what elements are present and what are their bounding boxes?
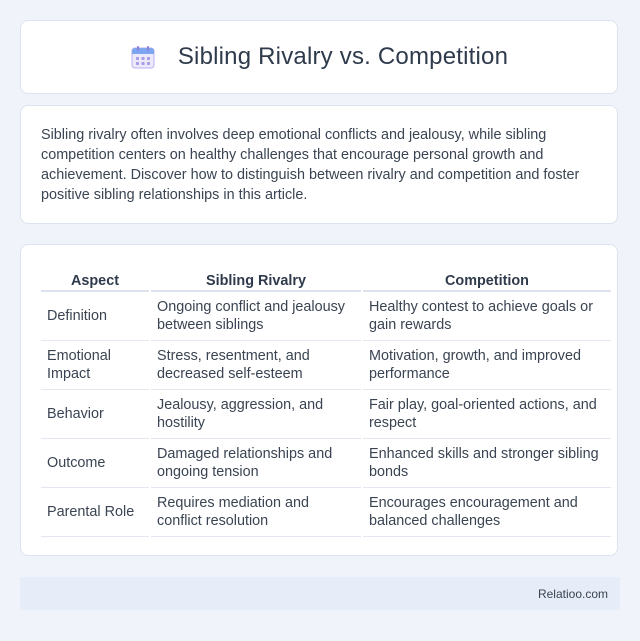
page-title: Sibling Rivalry vs. Competition: [177, 43, 509, 70]
calendar-icon: [130, 44, 156, 70]
title-card: Sibling Rivalry vs. Competition: [20, 20, 618, 94]
table-row: Outcome Damaged relationships and ongoin…: [41, 439, 611, 488]
table-row: Parental Role Requires mediation and con…: [41, 488, 611, 537]
row-aspect-cell: Parental Role: [41, 488, 149, 537]
row-competition-cell: Motivation, growth, and improved perform…: [363, 341, 611, 390]
table-row: Behavior Jealousy, aggression, and hosti…: [41, 390, 611, 439]
row-competition-cell: Enhanced skills and stronger sibling bon…: [363, 439, 611, 488]
column-header-competition: Competition: [363, 265, 611, 292]
row-aspect-cell: Outcome: [41, 439, 149, 488]
row-rivalry-cell: Damaged relationships and ongoing tensio…: [151, 439, 361, 488]
row-rivalry-cell: Ongoing conflict and jealousy between si…: [151, 292, 361, 341]
row-aspect-cell: Definition: [41, 292, 149, 341]
row-rivalry-cell: Stress, resentment, and decreased self-e…: [151, 341, 361, 390]
row-rivalry-cell: Requires mediation and conflict resoluti…: [151, 488, 361, 537]
row-competition-cell: Healthy contest to achieve goals or gain…: [363, 292, 611, 341]
comparison-table-card: Aspect Sibling Rivalry Competition Defin…: [20, 244, 618, 556]
column-header-sibling-rivalry: Sibling Rivalry: [151, 265, 361, 292]
row-competition-cell: Encourages encouragement and balanced ch…: [363, 488, 611, 537]
footer-brand: Relatioo.com: [537, 586, 608, 601]
table-header-row: Aspect Sibling Rivalry Competition: [41, 265, 611, 292]
intro-text: Sibling rivalry often involves deep emot…: [41, 127, 580, 203]
row-rivalry-cell: Jealousy, aggression, and hostility: [151, 390, 361, 439]
footer-bar: Relatioo.com: [20, 577, 620, 610]
comparison-table: Aspect Sibling Rivalry Competition Defin…: [39, 265, 613, 537]
row-aspect-cell: Emotional Impact: [41, 341, 149, 390]
row-aspect-cell: Behavior: [41, 390, 149, 439]
intro-card: Sibling rivalry often involves deep emot…: [20, 105, 618, 224]
column-header-aspect: Aspect: [41, 265, 149, 292]
table-row: Definition Ongoing conflict and jealousy…: [41, 292, 611, 341]
row-competition-cell: Fair play, goal-oriented actions, and re…: [363, 390, 611, 439]
table-row: Emotional Impact Stress, resentment, and…: [41, 341, 611, 390]
